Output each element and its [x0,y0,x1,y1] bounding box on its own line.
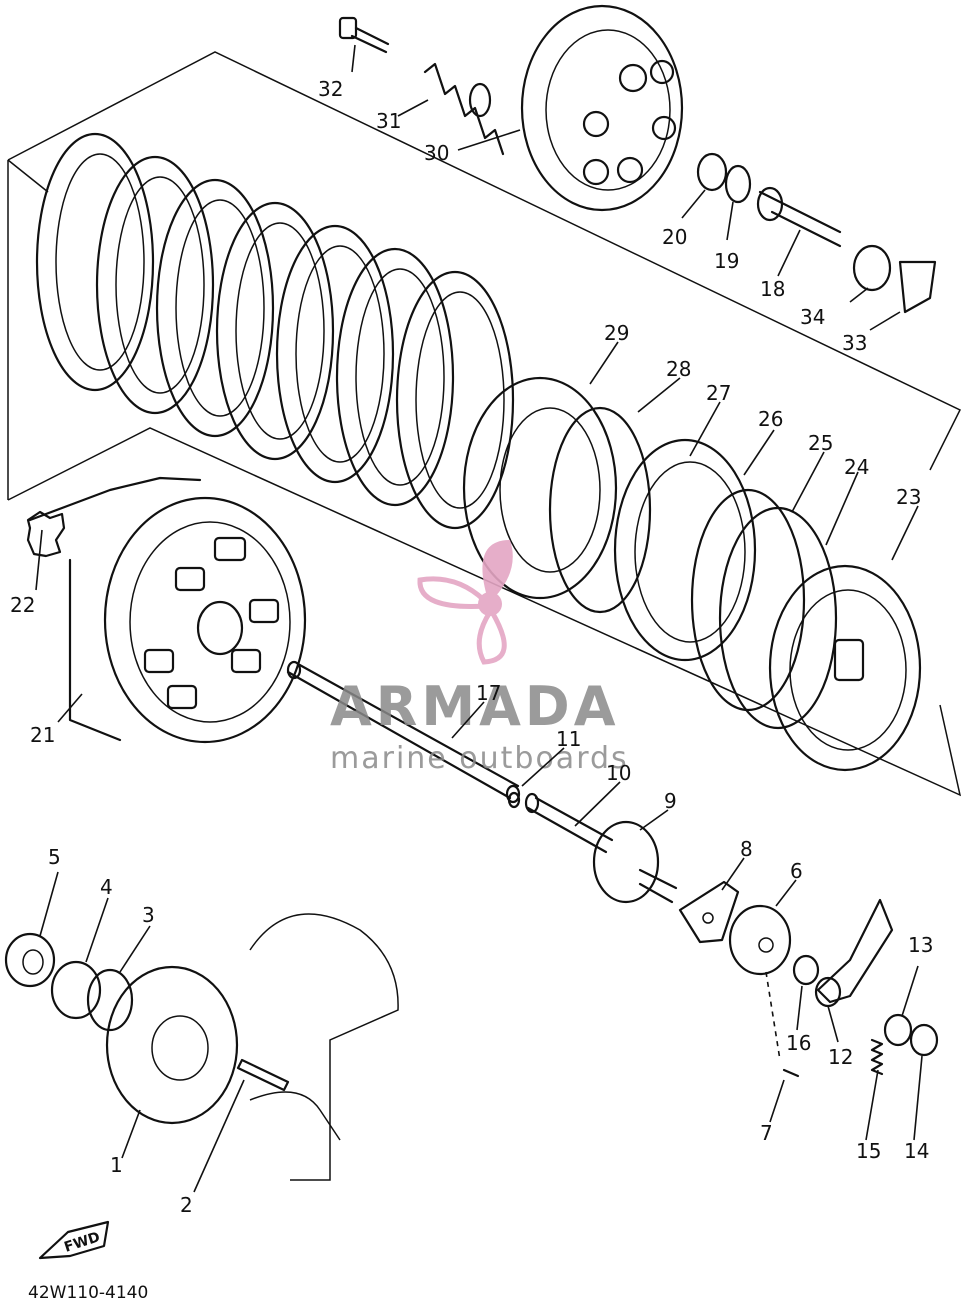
clutch-boss-group [462,376,922,772]
push-rod-and-plate [507,791,678,904]
callout-10: 10 [606,761,631,785]
callout-33: 33 [842,331,867,355]
part-code: 42W110-4140 [28,1283,148,1303]
callout-15: 15 [856,1139,881,1163]
callout-29: 29 [604,321,629,345]
callout-5: 5 [48,845,61,869]
callout-7: 7 [760,1121,773,1145]
callout-32: 32 [318,77,343,101]
leader-lines [35,44,923,1193]
callout-1: 1 [110,1153,123,1177]
callout-9: 9 [664,789,677,813]
callout-31: 31 [376,109,401,133]
assembly-frame [7,51,962,797]
watermark-brand: ARMADA [330,675,620,738]
armada-watermark: ARMADA marine outboards [330,540,629,776]
callout-30: 30 [424,141,449,165]
clutch-plate-stack [35,132,515,530]
callout-28: 28 [666,357,691,381]
pressure-plate [520,4,684,212]
callout-27: 27 [706,381,731,405]
callout-23: 23 [896,485,921,509]
push-rod-assembly [696,152,937,314]
clutch-housing [26,476,307,744]
callout-21: 21 [30,723,55,747]
callout-12: 12 [828,1045,853,1069]
callout-14: 14 [904,1139,929,1163]
forward-arrow: FWD [38,1220,110,1260]
callout-labels: 32 31 30 20 19 18 34 33 29 28 27 26 25 2… [10,77,933,1217]
clutch-spring [423,62,505,156]
callout-4: 4 [100,875,113,899]
push-lever-shaft [286,660,521,804]
callout-11: 11 [556,727,581,751]
callout-26: 26 [758,407,783,431]
callout-2: 2 [180,1193,193,1217]
callout-22: 22 [10,593,35,617]
callout-17: 17 [476,681,501,705]
callout-18: 18 [760,277,785,301]
clutch-spring-bolt [338,16,390,54]
watermark-tagline: marine outboards [330,741,629,776]
callout-34: 34 [800,305,825,329]
propeller-logo-icon [417,540,513,665]
callout-8: 8 [740,837,753,861]
callout-24: 24 [844,455,869,479]
callout-20: 20 [662,225,687,249]
callout-3: 3 [142,903,155,927]
lever-assembly [678,880,939,1078]
callout-16: 16 [786,1031,811,1055]
callout-13: 13 [908,933,933,957]
callout-6: 6 [790,859,803,883]
primary-drive-gear-group [4,913,399,1181]
callout-19: 19 [714,249,739,273]
callout-25: 25 [808,431,833,455]
